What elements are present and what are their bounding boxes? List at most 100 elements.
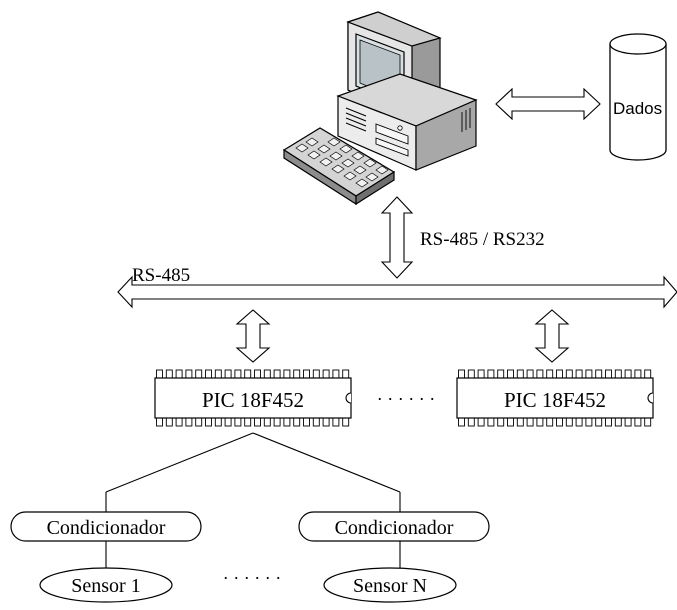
chip-pin-bottom	[565, 417, 573, 427]
sensor-n-label: Sensor N	[353, 575, 427, 597]
chip-pin-bottom	[263, 417, 271, 427]
conditioner-2-label: Condicionador	[335, 517, 454, 539]
chip-pin-top	[614, 369, 622, 379]
chip-pin-top	[283, 369, 291, 379]
chip-pin-top	[605, 369, 612, 379]
chip-pin-bottom	[214, 417, 222, 427]
chip-pin-bottom	[536, 417, 544, 427]
chip-pin-top	[526, 369, 534, 379]
chip-pin-bottom	[234, 417, 242, 427]
chip-pin-bottom	[477, 417, 485, 427]
chip-pin-bottom	[467, 417, 475, 427]
chip-pin-top	[322, 369, 330, 379]
chip-pin-bottom	[507, 417, 514, 427]
chip-pin-top	[565, 369, 573, 379]
chip-pin-top	[263, 369, 271, 379]
chip-pin-bottom	[575, 417, 583, 427]
pic-chip-1-label: PIC 18F452	[202, 388, 304, 412]
chip-pin-bottom	[293, 417, 301, 427]
chip-pin-top	[185, 369, 193, 379]
database-label: Dados	[613, 99, 662, 118]
chip-pin-bottom	[185, 417, 193, 427]
chip-pin-top	[477, 369, 485, 379]
chip-pin-top	[546, 369, 554, 379]
chip-pin-bottom	[205, 417, 212, 427]
chip-pin-bottom	[175, 417, 183, 427]
chip-pin-top	[556, 369, 563, 379]
chip-pin-bottom	[254, 417, 261, 427]
chip-pin-top	[575, 369, 583, 379]
chip-pin-bottom	[156, 417, 163, 427]
chip-pin-top	[165, 369, 173, 379]
pc-bus-arrow	[380, 196, 414, 279]
chip-pin-bottom	[244, 417, 252, 427]
chip-pin-top	[273, 369, 281, 379]
sensor-ellipsis: · · · · · ·	[223, 568, 281, 588]
bus-label: RS-485	[132, 265, 190, 286]
chip-pin-bottom	[516, 417, 524, 427]
pic-chip-1: PIC 18F452	[154, 369, 352, 427]
chip-pin-bottom	[644, 417, 652, 427]
chip-pin-top	[644, 369, 652, 379]
desktop-computer-icon	[282, 11, 478, 206]
chip-pin-top	[487, 369, 495, 379]
pic-chip-2-label: PIC 18F452	[504, 388, 606, 412]
chip-pin-bottom	[624, 417, 632, 427]
chip-pin-top	[516, 369, 524, 379]
chip-pin-top	[214, 369, 222, 379]
chip-pin-top	[156, 369, 163, 379]
chip-pin-bottom	[487, 417, 495, 427]
chip-pin-bottom	[605, 417, 612, 427]
bus-pic2-arrow	[534, 309, 570, 363]
chip-pin-top	[507, 369, 514, 379]
chip-pin-top	[293, 369, 301, 379]
chip-pin-bottom	[342, 417, 350, 427]
chip-pin-top	[595, 369, 603, 379]
chip-pin-top	[312, 369, 320, 379]
chip-pin-top	[467, 369, 475, 379]
pc-link-label: RS-485 / RS232	[420, 229, 545, 250]
chip-pin-bottom	[497, 417, 505, 427]
chip-pin-top	[634, 369, 642, 379]
chip-pin-top	[234, 369, 242, 379]
chip-pin-top	[205, 369, 212, 379]
pic-chip-2: PIC 18F452	[456, 369, 654, 427]
chip-pin-top	[254, 369, 261, 379]
chip-pin-bottom	[546, 417, 554, 427]
chip-pin-bottom	[614, 417, 622, 427]
bus-pic1-arrow	[235, 309, 271, 363]
conditioner-2: Condicionador	[298, 511, 490, 542]
chip-pin-bottom	[195, 417, 203, 427]
chip-pin-bottom	[332, 417, 340, 427]
chip-pin-top	[342, 369, 350, 379]
chip-pin-bottom	[526, 417, 534, 427]
chip-pin-bottom	[312, 417, 320, 427]
conditioner-1-label: Condicionador	[47, 517, 166, 539]
mcu-ellipsis: · · · · · ·	[377, 389, 435, 409]
chip-pin-bottom	[224, 417, 232, 427]
chip-pin-bottom	[634, 417, 642, 427]
sensor-1-label: Sensor 1	[71, 575, 140, 597]
sensor-n: Sensor N	[323, 567, 457, 603]
chip-pin-bottom	[322, 417, 330, 427]
chip-pin-bottom	[585, 417, 593, 427]
database-cylinder-icon: Dados	[609, 33, 667, 161]
chip-pin-bottom	[273, 417, 281, 427]
chip-pin-top	[244, 369, 252, 379]
chip-pin-top	[332, 369, 340, 379]
chip-pin-top	[303, 369, 310, 379]
pc-database-arrow	[495, 87, 601, 121]
chip-pin-top	[224, 369, 232, 379]
sensor-1: Sensor 1	[39, 567, 173, 603]
rs485-bus	[117, 275, 677, 309]
chip-pin-bottom	[458, 417, 465, 427]
chip-pin-top	[195, 369, 203, 379]
conditioner-1: Condicionador	[10, 511, 202, 542]
chip-pin-bottom	[303, 417, 310, 427]
chip-pin-top	[458, 369, 465, 379]
connection-tree	[105, 432, 401, 572]
chip-pin-bottom	[556, 417, 563, 427]
chip-pin-top	[497, 369, 505, 379]
